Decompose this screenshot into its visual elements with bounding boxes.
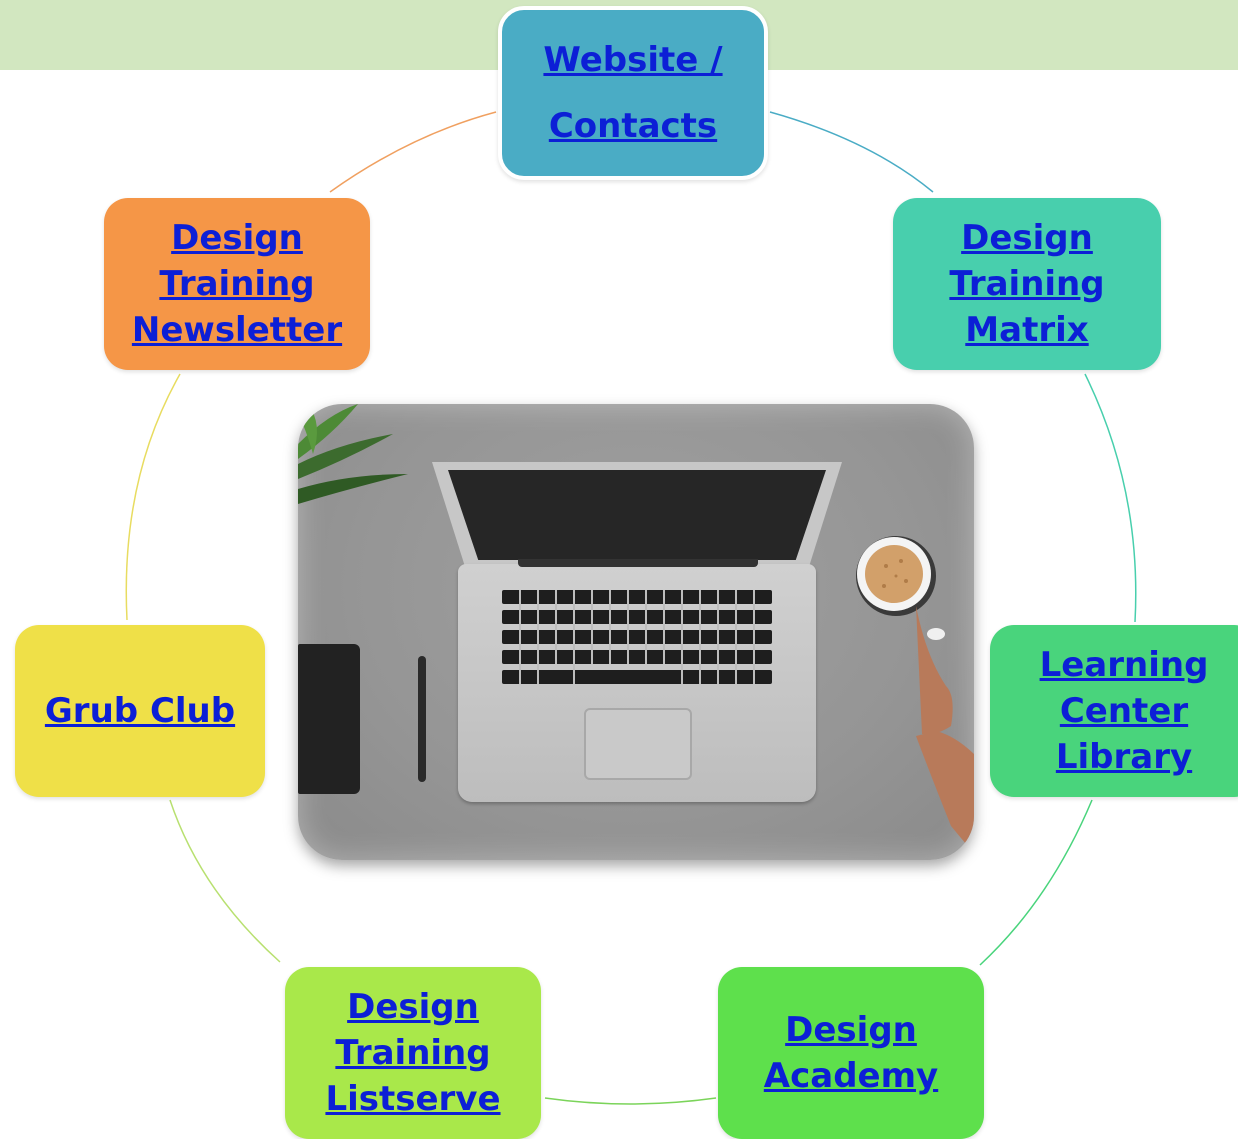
connector-website-matrix: [769, 111, 934, 193]
plant-icon: [298, 404, 408, 504]
coffee-cup-icon: [856, 536, 974, 854]
link-website-contacts[interactable]: Website /Contacts: [543, 40, 723, 146]
connector-library-academy: [979, 799, 1093, 966]
center-desk-illustration: [298, 404, 974, 860]
connector-listserve-grub: [169, 799, 281, 963]
pen-icon: [418, 656, 426, 782]
connector-matrix-library: [1084, 373, 1137, 623]
connector-newsletter-website: [329, 111, 497, 193]
node-grub-club[interactable]: Grub Club: [15, 625, 265, 797]
keyboard-icon: [502, 590, 772, 684]
connector-academy-listserve: [544, 1097, 717, 1105]
link-grub-club[interactable]: Grub Club: [44, 691, 236, 731]
connector-grub-newsletter: [125, 373, 181, 621]
node-website-contacts[interactable]: Website /Contacts: [498, 6, 768, 180]
trackpad: [584, 708, 692, 780]
notebook-icon: [298, 644, 360, 794]
